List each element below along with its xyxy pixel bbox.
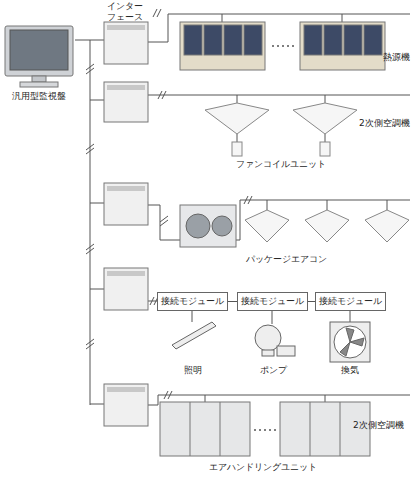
module-label: 接続モジュール	[241, 296, 304, 306]
connector-line	[228, 301, 237, 302]
connection-module-box: 接続モジュール	[157, 292, 228, 311]
module-label: 接続モジュール	[161, 296, 224, 306]
connector-line	[308, 301, 315, 302]
group-label: 2次側空調機	[353, 420, 404, 431]
device-label: パッケージエアコン	[246, 254, 327, 265]
device-label: 照明	[184, 365, 202, 376]
module-label: 接続モジュール	[319, 296, 382, 306]
device-label: 熱源機	[383, 52, 410, 63]
group-label: 2次側空調機	[359, 118, 410, 129]
connection-module-box: 接続モジュール	[315, 292, 386, 311]
device-label: ファンコイルユニット	[236, 159, 326, 170]
device-label: ポンプ	[260, 365, 287, 376]
device-label: 換気	[341, 365, 359, 376]
connection-module-box: 接続モジュール	[237, 292, 308, 311]
interface-label: インター フェース	[102, 1, 148, 23]
monitor-label: 汎用型監視盤	[12, 91, 66, 102]
device-label: エアハンドリングユニット	[209, 462, 317, 473]
